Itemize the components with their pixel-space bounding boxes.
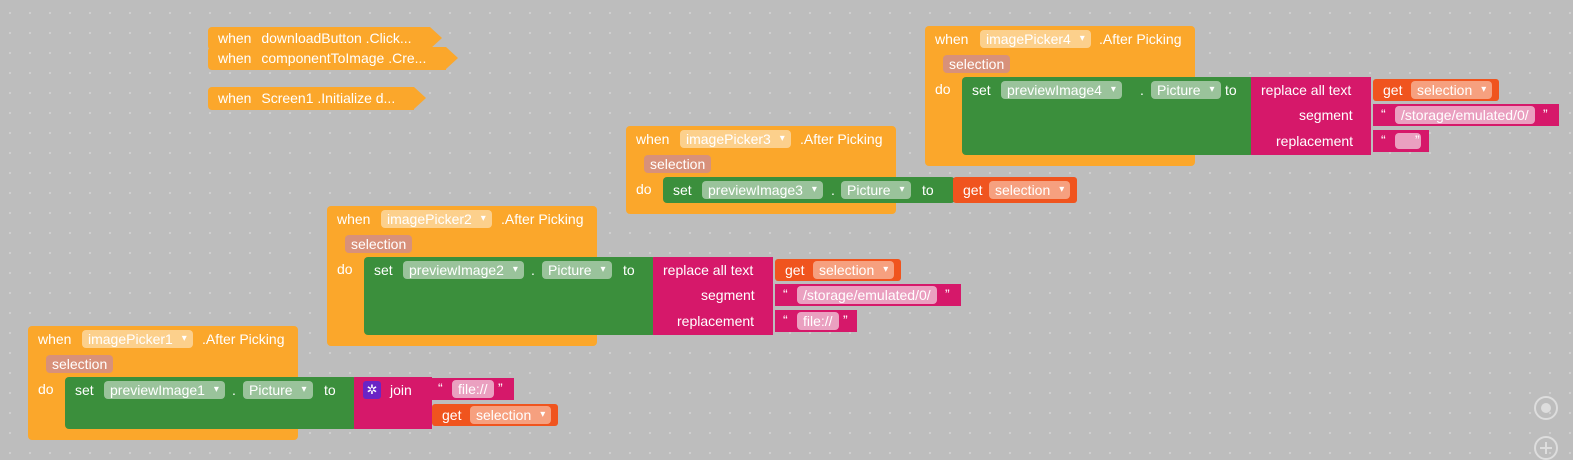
dot-label: . bbox=[1140, 82, 1144, 98]
do-label: do bbox=[636, 181, 652, 197]
event-name: .After Picking bbox=[202, 331, 285, 347]
get-var-dropdown[interactable]: selection bbox=[470, 406, 552, 424]
collapsed-block-download-click[interactable]: when downloadButton .Click... bbox=[208, 27, 442, 50]
component-dropdown[interactable]: imagePicker2 bbox=[381, 210, 492, 228]
to-label: to bbox=[1225, 82, 1237, 98]
get-label: get bbox=[963, 182, 983, 198]
text-field[interactable]: file:// bbox=[452, 380, 494, 398]
set-label: set bbox=[972, 82, 991, 98]
recenter-icon[interactable] bbox=[1534, 396, 1558, 420]
to-label: to bbox=[922, 182, 934, 198]
set-label: set bbox=[374, 262, 393, 278]
quote-open: “ bbox=[1381, 106, 1386, 122]
collapsed-label: componentToImage .Cre... bbox=[261, 50, 427, 66]
text-field[interactable]: file:// bbox=[797, 312, 839, 330]
property-dropdown[interactable]: Picture bbox=[1151, 81, 1221, 99]
replace-all-block[interactable]: replace all text segment replacement bbox=[1251, 77, 1371, 155]
join-block[interactable]: ✲ join bbox=[354, 377, 432, 429]
get-var-dropdown[interactable]: selection bbox=[813, 261, 895, 279]
when-label: when bbox=[218, 50, 252, 66]
text-block-replacement[interactable]: “ file:// ” bbox=[775, 310, 857, 332]
do-label: do bbox=[337, 261, 353, 277]
gear-icon[interactable]: ✲ bbox=[363, 381, 381, 399]
get-label: get bbox=[442, 407, 462, 423]
component-dropdown[interactable]: imagePicker4 bbox=[980, 30, 1091, 48]
text-block-segment[interactable]: “ /storage/emulated/0/ ” bbox=[775, 284, 961, 306]
get-var-dropdown[interactable]: selection bbox=[1411, 81, 1493, 99]
when-label: when bbox=[218, 90, 252, 106]
segment-label: segment bbox=[1299, 107, 1353, 123]
set-block-previewimage2[interactable]: set previewImage2 . Picture to bbox=[364, 257, 656, 335]
to-label: to bbox=[324, 382, 336, 398]
property-dropdown[interactable]: Picture bbox=[542, 261, 612, 279]
event-name: .After Picking bbox=[800, 131, 883, 147]
get-block[interactable]: get selection bbox=[1373, 79, 1499, 101]
param-selection[interactable]: selection bbox=[943, 55, 1011, 73]
param-selection[interactable]: selection bbox=[46, 355, 114, 373]
zoom-in-icon[interactable] bbox=[1534, 436, 1558, 460]
target-dropdown[interactable]: previewImage4 bbox=[1001, 81, 1122, 99]
do-label: do bbox=[38, 381, 54, 397]
component-dropdown[interactable]: imagePicker3 bbox=[680, 130, 791, 148]
property-dropdown[interactable]: Picture bbox=[243, 381, 313, 399]
to-label: to bbox=[623, 262, 635, 278]
get-label: get bbox=[785, 262, 805, 278]
get-block[interactable]: get selection bbox=[775, 259, 901, 281]
text-field[interactable]: /storage/emulated/0/ bbox=[797, 286, 937, 304]
text-field[interactable]: /storage/emulated/0/ bbox=[1395, 106, 1535, 124]
event-name: .After Picking bbox=[501, 211, 584, 227]
do-label: do bbox=[935, 81, 951, 97]
quote-open: “ bbox=[1381, 132, 1386, 148]
set-block-previewimage3[interactable]: set previewImage3 . Picture to bbox=[663, 177, 955, 203]
property-dropdown[interactable]: Picture bbox=[841, 181, 911, 199]
get-block[interactable]: get selection bbox=[432, 404, 558, 426]
event-name: .After Picking bbox=[1099, 31, 1182, 47]
dot-label: . bbox=[831, 182, 835, 198]
when-label: when bbox=[935, 31, 969, 47]
collapsed-label: downloadButton .Click... bbox=[261, 30, 412, 46]
target-dropdown[interactable]: previewImage2 bbox=[403, 261, 524, 279]
join-label: join bbox=[390, 382, 412, 398]
replace-label: replace all text bbox=[663, 262, 754, 278]
quote-open: “ bbox=[783, 286, 788, 302]
collapsed-label: Screen1 .Initialize d... bbox=[261, 90, 396, 106]
quote-open: “ bbox=[438, 380, 443, 396]
when-label: when bbox=[636, 131, 670, 147]
set-block-previewimage4[interactable]: set previewImage4 . Picture to bbox=[962, 77, 1254, 155]
quote-close: ” bbox=[498, 380, 503, 396]
replacement-label: replacement bbox=[1276, 133, 1354, 149]
set-label: set bbox=[75, 382, 94, 398]
text-field-empty[interactable] bbox=[1395, 133, 1421, 149]
quote-close: ” bbox=[843, 312, 848, 328]
when-label: when bbox=[38, 331, 72, 347]
replacement-label: replacement bbox=[677, 313, 755, 329]
target-dropdown[interactable]: previewImage3 bbox=[702, 181, 823, 199]
get-var-dropdown[interactable]: selection bbox=[989, 181, 1071, 199]
component-dropdown[interactable]: imagePicker1 bbox=[82, 330, 193, 348]
segment-label: segment bbox=[701, 287, 755, 303]
quote-close: ” bbox=[1543, 106, 1548, 122]
text-block-segment[interactable]: “ /storage/emulated/0/ ” bbox=[1373, 104, 1559, 126]
get-block[interactable]: get selection bbox=[953, 177, 1077, 203]
replace-all-block[interactable]: replace all text segment replacement bbox=[653, 257, 773, 335]
when-label: when bbox=[218, 30, 252, 46]
param-selection[interactable]: selection bbox=[345, 235, 413, 253]
dot-label: . bbox=[232, 382, 236, 398]
collapsed-block-screen1-initialize[interactable]: when Screen1 .Initialize d... bbox=[208, 87, 426, 110]
quote-close: ” bbox=[945, 286, 950, 302]
replace-label: replace all text bbox=[1261, 82, 1352, 98]
target-dropdown[interactable]: previewImage1 bbox=[104, 381, 225, 399]
text-block-replacement[interactable]: “ ” bbox=[1373, 130, 1429, 152]
get-label: get bbox=[1383, 82, 1403, 98]
when-label: when bbox=[337, 211, 371, 227]
text-block-file[interactable]: “ file:// ” bbox=[430, 378, 514, 400]
collapsed-block-componenttoimage[interactable]: when componentToImage .Cre... bbox=[208, 47, 458, 70]
quote-close: ” bbox=[1415, 132, 1420, 148]
quote-open: “ bbox=[783, 312, 788, 328]
param-selection[interactable]: selection bbox=[644, 155, 712, 173]
set-block-previewimage1[interactable]: set previewImage1 . Picture to bbox=[65, 377, 357, 429]
set-label: set bbox=[673, 182, 692, 198]
dot-label: . bbox=[531, 262, 535, 278]
